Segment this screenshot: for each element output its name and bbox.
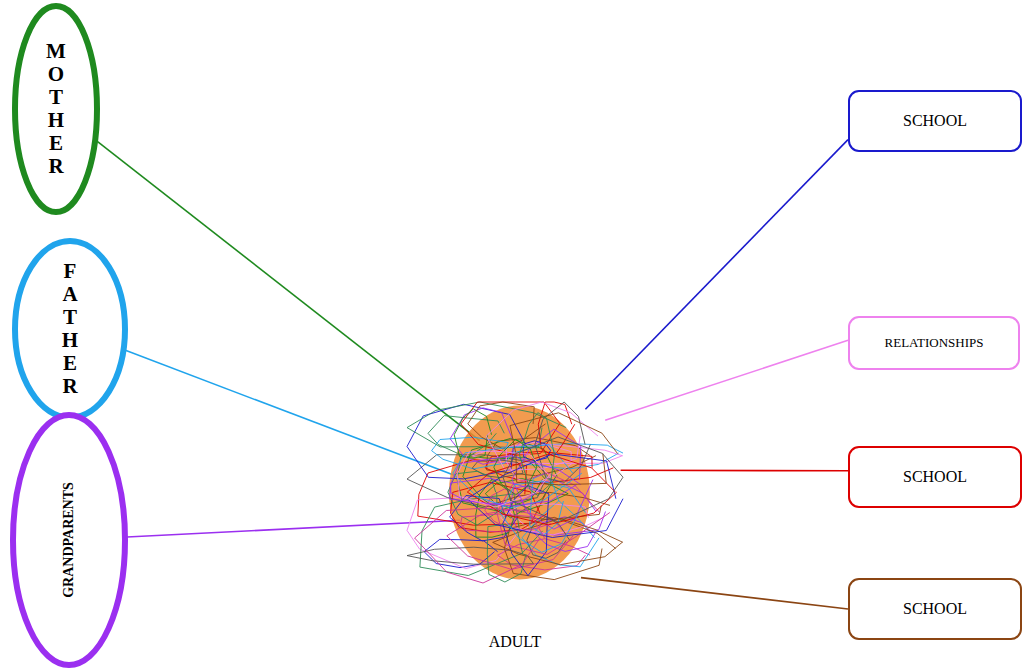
oval-node: GRANDPARENTS [10,412,128,668]
connector-line [97,141,480,441]
scribble-drawing [405,400,625,585]
label-box: RELATIONSHIPS [848,316,1020,370]
node-label: GRANDPARENTS [61,482,77,598]
figure-caption: ADULT [405,633,625,651]
label-box: SCHOOL [848,90,1022,152]
connector-line [125,350,455,476]
node-label: RELATIONSHIPS [885,335,984,351]
node-label: SCHOOL [903,468,967,486]
connector-line [581,578,848,609]
node-label: MOTHER [46,40,67,179]
connector-line [605,340,848,420]
node-label: FATHER [60,260,81,399]
connector-line [621,469,848,471]
oval-node: FATHER [12,238,128,421]
connector-line [585,140,848,410]
node-label: SCHOOL [903,112,967,130]
label-box: SCHOOL [848,446,1022,508]
scribble-figure: ADULT [405,400,625,585]
label-box: SCHOOL [848,578,1022,640]
oval-node: MOTHER [12,3,100,215]
node-label: SCHOOL [903,600,967,618]
